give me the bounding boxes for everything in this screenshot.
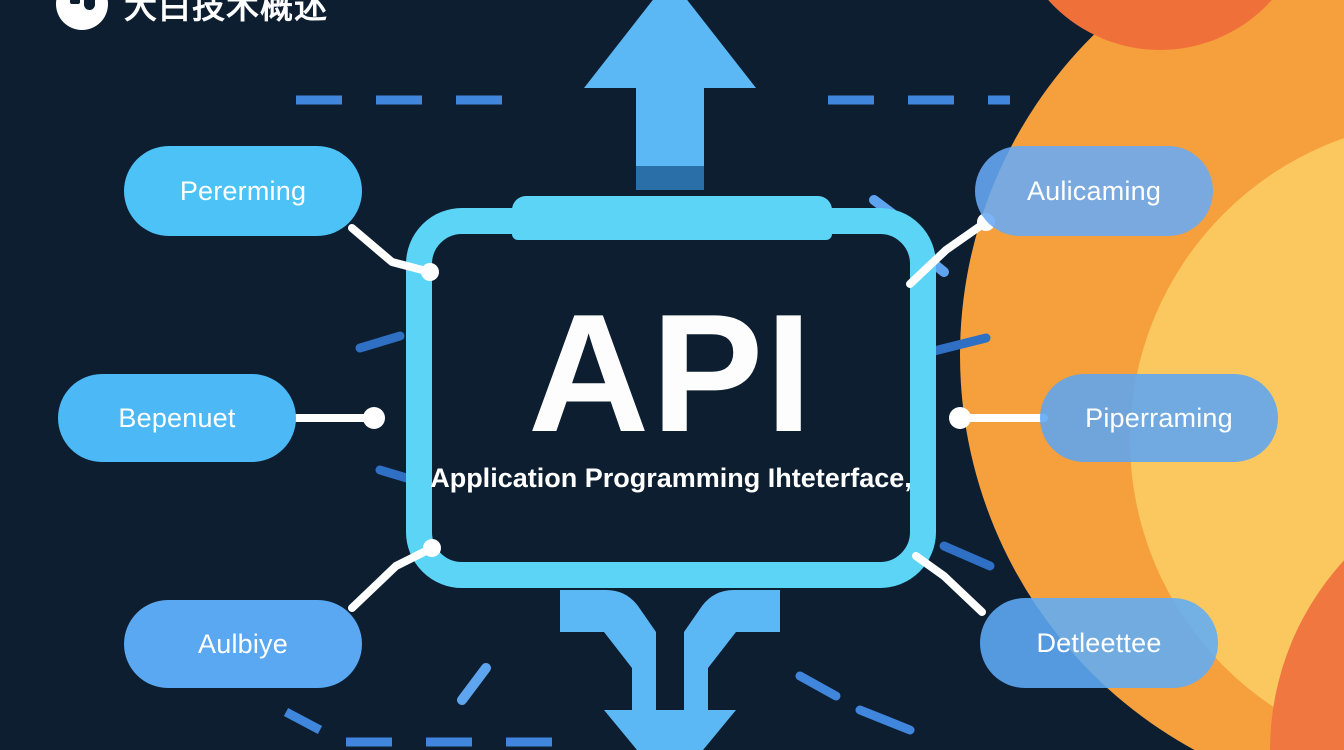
node-pill-label: Bepenuet	[118, 402, 236, 433]
node-pill-bepenuet[interactable]: Bepenuet	[58, 374, 296, 462]
background-circle-orange-dark	[1270, 470, 1344, 750]
node-pill-piperraming[interactable]: Piperraming	[1040, 374, 1278, 462]
api-subtitle: Application Programming Ihteterface,	[430, 462, 912, 493]
node-pill-label: Aulbiye	[198, 628, 288, 659]
node-pill-label: Piperraming	[1085, 402, 1233, 433]
node-pill-pererming[interactable]: Pererming	[124, 146, 362, 236]
node-pill-detleettee[interactable]: Detleettee	[980, 598, 1218, 688]
node-pill-label: Detleettee	[1036, 627, 1162, 658]
node-pill-label: Pererming	[179, 175, 307, 206]
node-pill-label: Aulicaming	[1026, 175, 1162, 206]
background-circle-orange-topright	[1010, 0, 1310, 50]
api-center-content: API Application Programming Ihteterface,	[406, 208, 936, 588]
arrow-up-icon	[584, 0, 756, 190]
arrow-down-icon	[560, 590, 780, 750]
node-pill-aulbiye[interactable]: Aulbiye	[124, 600, 362, 688]
node-pill-aulicaming[interactable]: Aulicaming	[975, 146, 1213, 236]
api-title: API	[527, 279, 815, 468]
watermark-text: 大白技术概述	[124, 0, 328, 25]
api-box-top-tab	[512, 196, 832, 240]
brand-logo-icon	[56, 0, 108, 30]
watermark: 大白技术概述	[56, 0, 328, 30]
